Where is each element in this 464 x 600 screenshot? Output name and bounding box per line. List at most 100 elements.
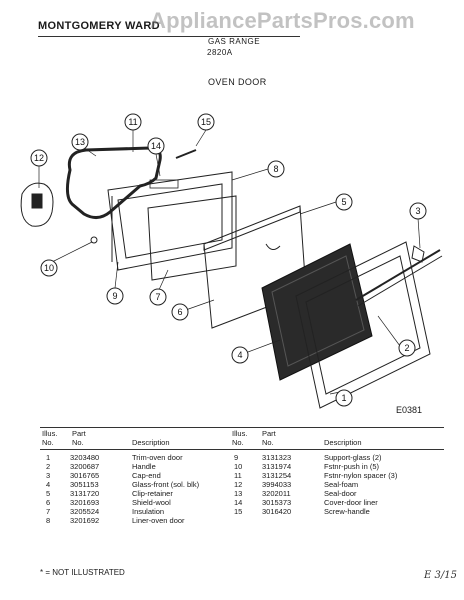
part-4-glass-front [261, 243, 373, 381]
table-cell-illus: 2 [46, 462, 51, 471]
table-cell-illus: 1 [46, 453, 51, 462]
callout-15: 15 [197, 113, 215, 131]
model-number: 2820A [207, 48, 233, 57]
table-cell-description: Clip-retainer [132, 489, 173, 498]
table-cell-illus: 4 [46, 480, 51, 489]
table-header-rule [40, 449, 444, 450]
table-cell-illus: 13 [234, 489, 243, 498]
part-2-handle [355, 249, 441, 301]
table-cell-illus: 7 [46, 507, 51, 516]
part-15-screw [175, 149, 197, 159]
part-5-clip-retainer [265, 243, 281, 250]
table-cell-description: Fstnr-nylon spacer (3) [324, 471, 398, 480]
table-cell-illus: 14 [234, 498, 243, 507]
part-4-glass-inner [271, 255, 365, 367]
part-11-spacer [149, 179, 179, 189]
header-rule [38, 36, 300, 37]
table-cell-description: Shield-wool [132, 498, 171, 507]
callout-11: 11 [124, 113, 142, 131]
table-cell-part: 3201693 [70, 498, 100, 507]
callout-3: 3 [409, 202, 427, 220]
part-6-shield-wool-lip [203, 206, 301, 251]
table-cell-description: Cap-end [132, 471, 161, 480]
svg-text:7: 7 [155, 292, 160, 302]
callout-12: 12 [30, 149, 48, 167]
table-cell-part: 3131720 [70, 489, 100, 498]
part-2-handle-b [357, 255, 443, 307]
exploded-diagram: 1 2 3 4 5 6 7 8 9 10 11 12 13 14 15 [20, 113, 443, 409]
svg-text:11: 11 [128, 117, 137, 127]
col-header-illus: Illus. No. [42, 429, 58, 447]
part-13-door-seal [65, 146, 162, 219]
part-8-liner-oven-door [107, 171, 233, 271]
table-cell-part: 3131974 [262, 462, 292, 471]
svg-text:2: 2 [404, 343, 409, 353]
callout-14: 14 [147, 137, 165, 155]
table-cell-description: Liner-oven door [132, 516, 185, 525]
table-cell-description: Seal-foam [324, 480, 359, 489]
table-cell-part: 3994033 [262, 480, 292, 489]
table-cell-illus: 12 [234, 480, 243, 489]
table-cell-illus: 6 [46, 498, 51, 507]
callout-4: 4 [231, 346, 249, 364]
table-cell-illus: 10 [234, 462, 243, 471]
table-cell-description: Cover-door liner [324, 498, 378, 507]
svg-text:4: 4 [237, 350, 242, 360]
part-12-seal-foam-fill [31, 193, 43, 209]
handwritten-note: E 3/15 [424, 570, 457, 581]
callout-13: 13 [71, 133, 89, 151]
svg-text:15: 15 [201, 117, 211, 127]
callout-8: 8 [267, 160, 285, 178]
svg-text:8: 8 [273, 164, 278, 174]
part-1-trim-inner [305, 255, 421, 395]
svg-text:3: 3 [415, 206, 420, 216]
table-cell-part: 3205524 [70, 507, 100, 516]
table-cell-part: 3016765 [70, 471, 100, 480]
watermark: AppliancePartsPros.com [150, 8, 415, 33]
table-cell-illus: 9 [234, 453, 239, 462]
table-cell-description: Fstnr-push in (5) [324, 462, 380, 471]
table-cell-description: Trim-oven door [132, 453, 183, 462]
table-cell-description: Screw-handle [324, 507, 370, 516]
table-cell-part: 3051153 [70, 480, 99, 489]
table-cell-part: 3016420 [262, 507, 292, 516]
table-cell-part: 3015373 [262, 498, 292, 507]
callout-1: 1 [335, 389, 353, 407]
table-cell-part: 3131323 [262, 453, 292, 462]
svg-text:14: 14 [151, 141, 161, 151]
table-cell-part: 3131254 [262, 471, 292, 480]
callout-10: 10 [40, 259, 58, 277]
col-header-illus-right: Illus. No. [232, 429, 248, 447]
table-cell-part: 3200687 [70, 462, 100, 471]
part-7-insulation [147, 195, 237, 281]
svg-text:6: 6 [177, 307, 182, 317]
col-header-part: Part No. [72, 429, 86, 447]
svg-text:12: 12 [34, 153, 44, 163]
table-cell-illus: 5 [46, 489, 51, 498]
svg-text:9: 9 [112, 291, 117, 301]
svg-text:1: 1 [341, 393, 346, 403]
part-12-seal-foam [20, 182, 54, 227]
section-title: OVEN DOOR [208, 77, 267, 87]
table-cell-illus: 15 [234, 507, 243, 516]
svg-text:10: 10 [44, 263, 54, 273]
table-cell-description: Insulation [132, 507, 165, 516]
figure-code: E0381 [396, 405, 423, 415]
footnote: * = NOT ILLUSTRATED [40, 568, 125, 577]
table-cell-illus: 11 [234, 471, 242, 480]
callout-7: 7 [149, 288, 167, 306]
callout-2: 2 [398, 339, 416, 357]
part-14-cover-door-liner [117, 183, 223, 259]
col-header-description: Description [132, 438, 170, 447]
table-cell-illus: 8 [46, 516, 51, 525]
table-cell-part: 3201692 [70, 516, 100, 525]
table-top-rule [40, 427, 444, 428]
table-cell-description: Handle [132, 462, 156, 471]
table-cell-description: Glass-front (sol. blk) [132, 480, 200, 489]
part-3-cap-end [411, 245, 425, 263]
table-cell-description: Seal-door [324, 489, 357, 498]
table-cell-description: Support-glass (2) [324, 453, 382, 462]
part-1-trim-oven-door [295, 241, 431, 409]
table-cell-part: 3202011 [262, 489, 291, 498]
callout-9: 9 [106, 287, 124, 305]
